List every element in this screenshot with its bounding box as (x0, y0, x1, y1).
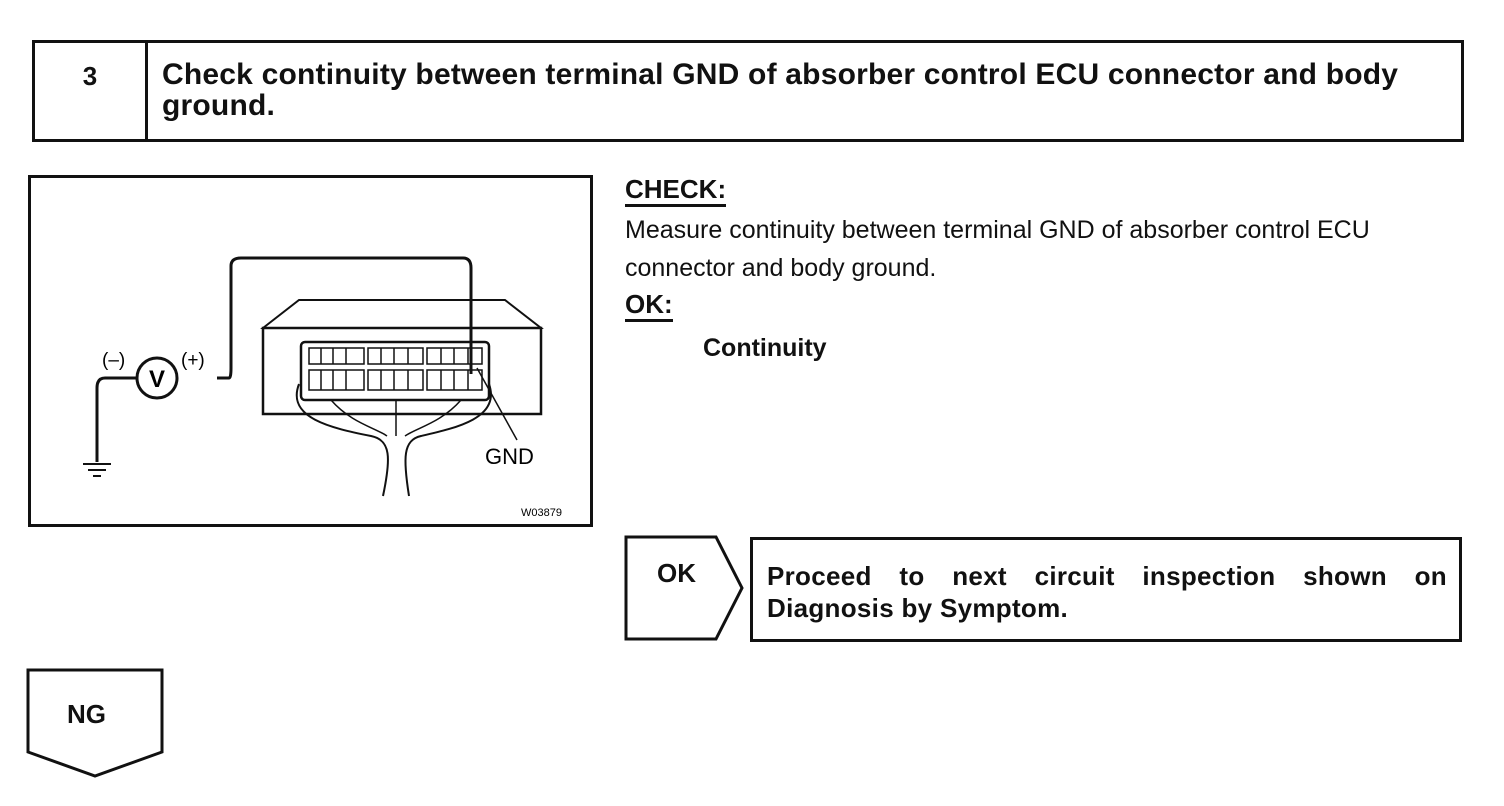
negative-test-lead (95, 376, 137, 462)
figure-code: W03879 (521, 507, 562, 519)
gnd-terminal-label: GND (485, 444, 534, 469)
plus-label: (+) (181, 350, 205, 371)
check-text: Measure continuity between terminal GND … (625, 216, 1370, 282)
check-heading: CHECK: (625, 174, 727, 207)
ok-heading: OK: (625, 289, 673, 322)
minus-label: (–) (102, 350, 125, 371)
ok-arrow-icon (624, 535, 744, 641)
step-header: 3 Check continuity between terminal GND … (32, 40, 1464, 142)
ng-branch-label: NG (67, 699, 106, 729)
ng-arrow-icon (26, 668, 164, 778)
voltmeter-symbol: V (149, 366, 165, 393)
ecu-top-edge (260, 299, 544, 329)
step-number: 3 (35, 43, 148, 139)
step-title: Check continuity between terminal GND of… (162, 58, 1399, 122)
harness-wire (404, 383, 492, 497)
ok-branch-label: OK (657, 558, 696, 588)
ecu-connector (299, 340, 491, 402)
ground-icon (83, 463, 111, 477)
ok-action-box: Proceed to next circuit inspection shown… (750, 537, 1462, 642)
ecu-housing (261, 326, 543, 416)
gnd-leader-line (476, 367, 518, 441)
wiring-figure: V (–) (+) GND W03879 (28, 175, 593, 527)
harness-wire (330, 399, 388, 437)
ok-value: Continuity (703, 334, 827, 362)
wiring-diagram: V (–) (+) GND W03879 (83, 256, 562, 519)
connector-cavities (308, 347, 483, 391)
harness-wire (404, 399, 462, 437)
harness-wire (295, 383, 389, 497)
check-section: CHECK: Measure continuity between termin… (625, 174, 1475, 363)
positive-test-lead (217, 256, 473, 380)
